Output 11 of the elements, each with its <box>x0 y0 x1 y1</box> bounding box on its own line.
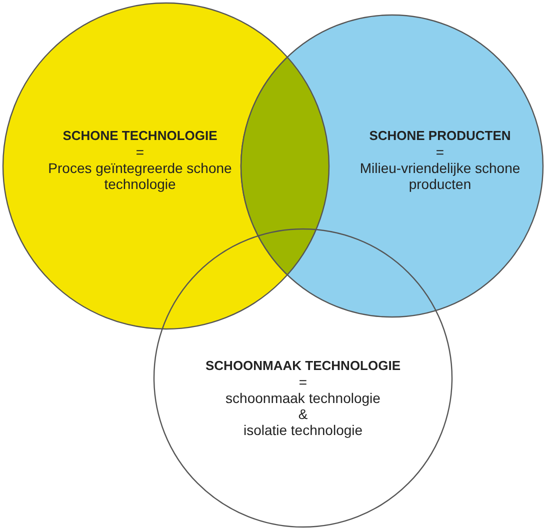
circle-description: schoonmaak technologie <box>224 390 382 406</box>
symbol-text: = <box>434 144 446 160</box>
circle-heading: SCHOONMAAK TECHNOLOGIE <box>204 358 402 374</box>
circle-description: isolatie technologie <box>242 422 364 438</box>
symbol-text: = <box>298 374 308 390</box>
circle-heading: SCHONE PRODUCTEN <box>368 128 512 144</box>
circle-description: Milieu-vriendelijke schone producten <box>358 160 522 192</box>
circle-description: Proces geïntegreerde schone technologie <box>47 160 233 192</box>
symbol-text: & <box>297 406 309 422</box>
symbol-text: = <box>134 144 146 160</box>
circle-heading: SCHONE TECHNOLOGIE <box>62 128 218 144</box>
